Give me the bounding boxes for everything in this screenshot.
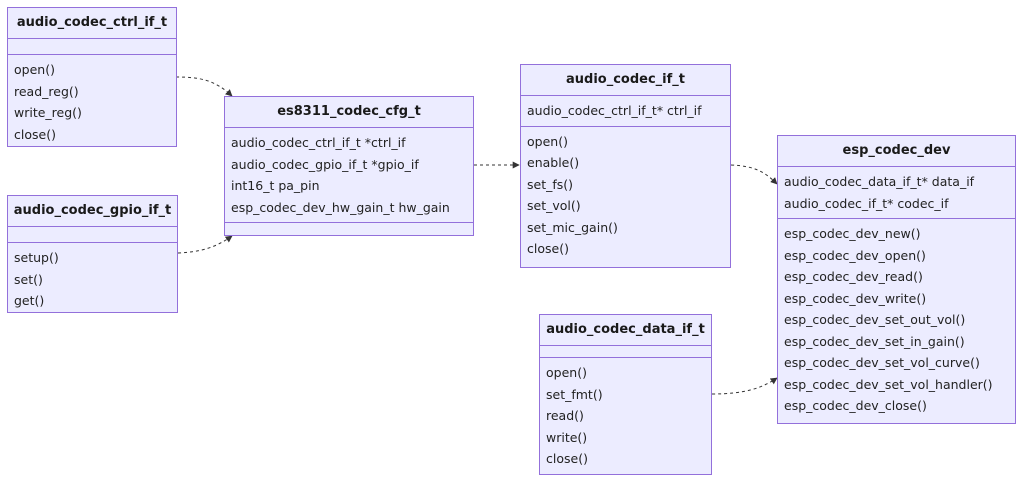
method: read_reg() bbox=[14, 83, 79, 99]
attribute: audio_codec_ctrl_if_t *ctrl_if bbox=[231, 135, 406, 150]
class-audio-codec-ctrl-if[interactable]: audio_codec_ctrl_if_t open() read_reg() … bbox=[7, 7, 177, 147]
method: set() bbox=[14, 271, 43, 287]
method: open() bbox=[546, 365, 587, 380]
method: esp_codec_dev_new() bbox=[784, 226, 921, 241]
class-audio-codec-gpio-if[interactable]: audio_codec_gpio_if_t setup() set() get(… bbox=[7, 195, 178, 313]
class-audio-codec-data-if[interactable]: audio_codec_data_if_t open() set_fmt() r… bbox=[539, 314, 712, 475]
link-data-if-to-codec-dev bbox=[711, 377, 778, 395]
class-es8311-codec-cfg[interactable]: es8311_codec_cfg_t audio_codec_ctrl_if_t… bbox=[224, 96, 474, 236]
method: esp_codec_dev_set_out_vol() bbox=[784, 312, 966, 327]
method: close() bbox=[527, 241, 569, 256]
class-title: audio_codec_gpio_if_t bbox=[8, 196, 177, 227]
class-title: audio_codec_ctrl_if_t bbox=[8, 8, 176, 39]
method: esp_codec_dev_set_in_gain() bbox=[784, 333, 965, 349]
method: esp_codec_dev_close() bbox=[784, 398, 927, 413]
attribute: audio_codec_gpio_if_t *gpio_if bbox=[231, 156, 419, 172]
attributes-section bbox=[8, 227, 177, 243]
method: read() bbox=[546, 408, 584, 423]
attributes-section: audio_codec_ctrl_if_t *ctrl_if audio_cod… bbox=[225, 128, 473, 223]
link-ctrl-to-es8311 bbox=[175, 76, 233, 97]
methods-section: open() read_reg() write_reg() close() bbox=[8, 55, 176, 149]
attributes-section: audio_codec_ctrl_if_t* ctrl_if bbox=[521, 96, 730, 127]
attribute: audio_codec_if_t* codec_if bbox=[784, 195, 949, 211]
attributes-section bbox=[540, 346, 711, 358]
class-esp-codec-dev[interactable]: esp_codec_dev audio_codec_data_if_t* dat… bbox=[777, 135, 1016, 424]
methods-section bbox=[225, 223, 473, 235]
link-codec-if-to-codec-dev bbox=[730, 164, 778, 185]
link-gpio-to-es8311 bbox=[177, 235, 233, 254]
method: setup() bbox=[14, 250, 59, 265]
method: esp_codec_dev_open() bbox=[784, 247, 926, 263]
method: open() bbox=[14, 62, 55, 77]
methods-section: setup() set() get() bbox=[8, 243, 177, 316]
methods-section: open() enable() set_fs() set_vol() set_m… bbox=[521, 127, 730, 264]
methods-section: open() set_fmt() read() write() close() bbox=[540, 358, 711, 474]
attribute: audio_codec_ctrl_if_t* ctrl_if bbox=[527, 103, 702, 118]
method: esp_codec_dev_write() bbox=[784, 290, 927, 306]
method: esp_codec_dev_set_vol_handler() bbox=[784, 376, 993, 392]
attribute: esp_codec_dev_hw_gain_t hw_gain bbox=[231, 199, 450, 215]
method: enable() bbox=[527, 155, 580, 170]
attribute: int16_t pa_pin bbox=[231, 178, 320, 193]
methods-section: esp_codec_dev_new() esp_codec_dev_open()… bbox=[778, 219, 1015, 421]
attribute: audio_codec_data_if_t* data_if bbox=[784, 174, 975, 189]
attributes-section bbox=[8, 39, 176, 55]
class-title: audio_codec_data_if_t bbox=[540, 315, 711, 346]
class-title: audio_codec_if_t bbox=[521, 65, 730, 96]
method: open() bbox=[527, 133, 568, 149]
method: write_reg() bbox=[14, 105, 82, 120]
method: esp_codec_dev_read() bbox=[784, 269, 923, 284]
method: write() bbox=[546, 429, 588, 445]
attributes-section: audio_codec_data_if_t* data_if audio_cod… bbox=[778, 167, 1015, 219]
method: set_vol() bbox=[527, 198, 581, 213]
method: close() bbox=[14, 126, 56, 142]
class-title: es8311_codec_cfg_t bbox=[225, 97, 473, 128]
class-audio-codec-if[interactable]: audio_codec_if_t audio_codec_ctrl_if_t* … bbox=[520, 64, 731, 268]
method: get() bbox=[14, 293, 45, 308]
method: set_mic_gain() bbox=[527, 219, 618, 235]
class-title: esp_codec_dev bbox=[778, 136, 1015, 167]
method: set_fs() bbox=[527, 176, 574, 192]
method: close() bbox=[546, 451, 588, 466]
method: esp_codec_dev_set_vol_curve() bbox=[784, 355, 980, 370]
method: set_fmt() bbox=[546, 386, 603, 402]
